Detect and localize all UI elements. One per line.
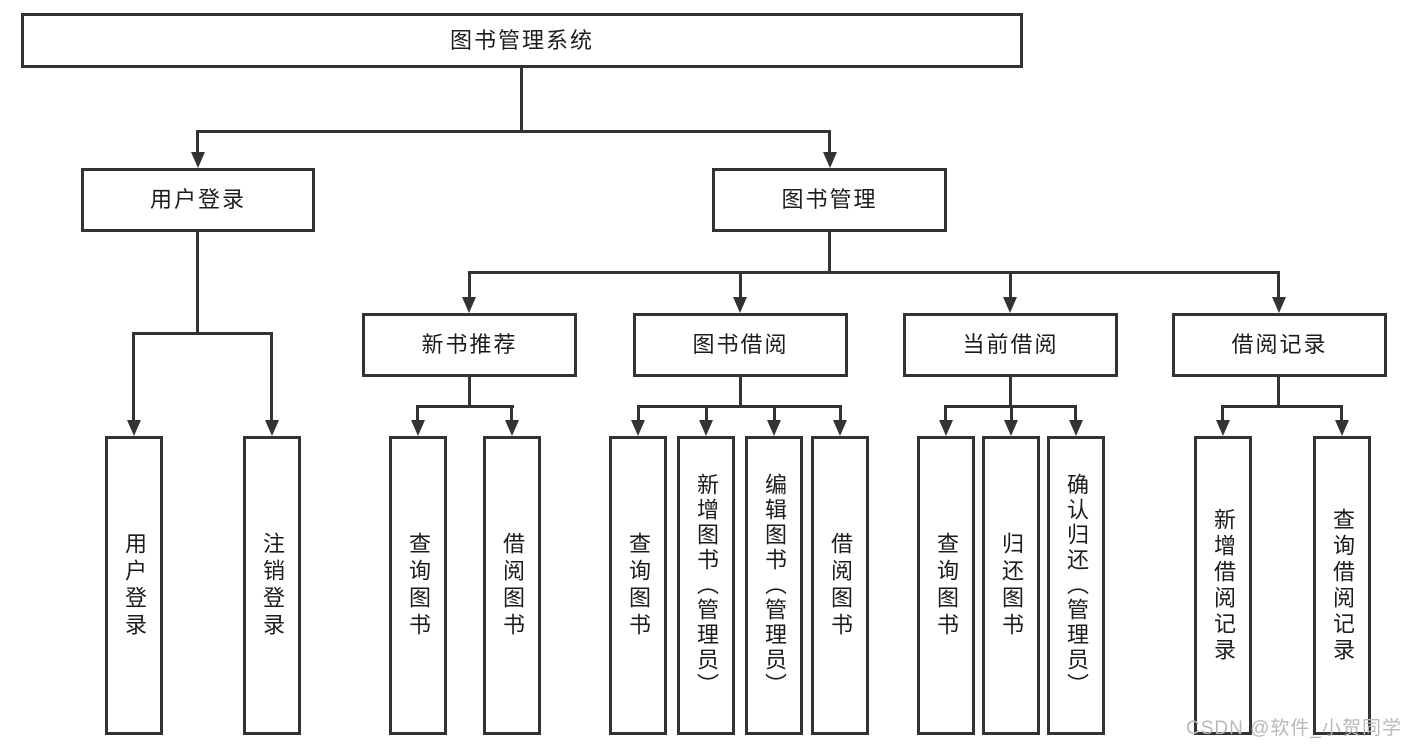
node-borrowing-records: 借阅记录	[1172, 313, 1387, 377]
arrowhead-down-icon	[462, 297, 476, 313]
connector	[416, 405, 419, 421]
node-new-book-recommendation: 新书推荐	[362, 313, 577, 377]
connector	[1221, 405, 1224, 421]
node-library-management-system: 图书管理系统	[21, 13, 1023, 68]
connector	[1277, 377, 1280, 408]
arrowhead-down-icon	[411, 420, 425, 436]
arrowhead-down-icon	[767, 420, 781, 436]
node-borrow-books-recommend: 借阅图书	[483, 436, 541, 735]
arrowhead-down-icon	[1272, 297, 1286, 313]
connector	[132, 332, 273, 335]
arrowhead-down-icon	[1216, 420, 1230, 436]
arrowhead-down-icon	[823, 152, 837, 168]
arrowhead-down-icon	[1069, 420, 1083, 436]
arrowhead-down-icon	[631, 420, 645, 436]
connector	[468, 271, 1280, 274]
node-query-books-current: 查询图书	[917, 436, 975, 735]
node-book-management: 图书管理	[712, 168, 947, 232]
connector	[637, 405, 640, 421]
node-add-books-admin: 新增图书（管理员）	[677, 436, 735, 735]
arrowhead-down-icon	[505, 420, 519, 436]
node-book-borrowing: 图书借阅	[633, 313, 848, 377]
connector	[705, 405, 708, 421]
connector	[1074, 405, 1077, 421]
node-edit-books-admin: 编辑图书（管理员）	[745, 436, 803, 735]
connector	[1009, 377, 1012, 408]
connector	[1340, 405, 1343, 421]
connector	[468, 377, 471, 408]
arrowhead-down-icon	[1004, 420, 1018, 436]
node-return-books: 归还图书	[982, 436, 1040, 735]
connector	[839, 405, 842, 421]
node-query-books-borrowing: 查询图书	[609, 436, 667, 735]
node-add-borrow-record: 新增借阅记录	[1194, 436, 1252, 735]
arrowhead-down-icon	[191, 152, 205, 168]
arrowhead-down-icon	[833, 420, 847, 436]
node-user-login-action: 用户登录	[105, 436, 163, 735]
arrowhead-down-icon	[1003, 297, 1017, 313]
connector	[196, 130, 831, 133]
connector	[196, 232, 199, 335]
connector	[739, 271, 742, 298]
connector	[196, 130, 199, 154]
connector	[1277, 271, 1280, 298]
node-query-books-recommend: 查询图书	[389, 436, 447, 735]
connector	[1010, 405, 1013, 421]
arrowhead-down-icon	[939, 420, 953, 436]
connector	[270, 332, 273, 421]
connector	[468, 271, 471, 298]
connector	[510, 405, 513, 421]
node-confirm-return-admin: 确认归还（管理员）	[1047, 436, 1105, 735]
node-borrow-books-borrowing: 借阅图书	[811, 436, 869, 735]
arrowhead-down-icon	[733, 297, 747, 313]
connector	[944, 405, 947, 421]
arrowhead-down-icon	[127, 420, 141, 436]
connector	[739, 377, 742, 408]
arrowhead-down-icon	[265, 420, 279, 436]
node-logout: 注销登录	[243, 436, 301, 735]
arrowhead-down-icon	[1335, 420, 1349, 436]
connector	[828, 232, 831, 273]
csdn-watermark: CSDN @软件_小贺同学	[1186, 718, 1402, 739]
connector	[1009, 271, 1012, 298]
node-query-borrow-record: 查询借阅记录	[1313, 436, 1371, 735]
connector	[132, 332, 135, 421]
connector	[416, 405, 514, 408]
node-current-borrowing: 当前借阅	[903, 313, 1118, 377]
connector	[828, 130, 831, 154]
connector	[637, 405, 842, 408]
arrowhead-down-icon	[699, 420, 713, 436]
node-user-login: 用户登录	[81, 168, 315, 232]
connector	[520, 68, 523, 132]
connector	[1221, 405, 1343, 408]
connector	[773, 405, 776, 421]
